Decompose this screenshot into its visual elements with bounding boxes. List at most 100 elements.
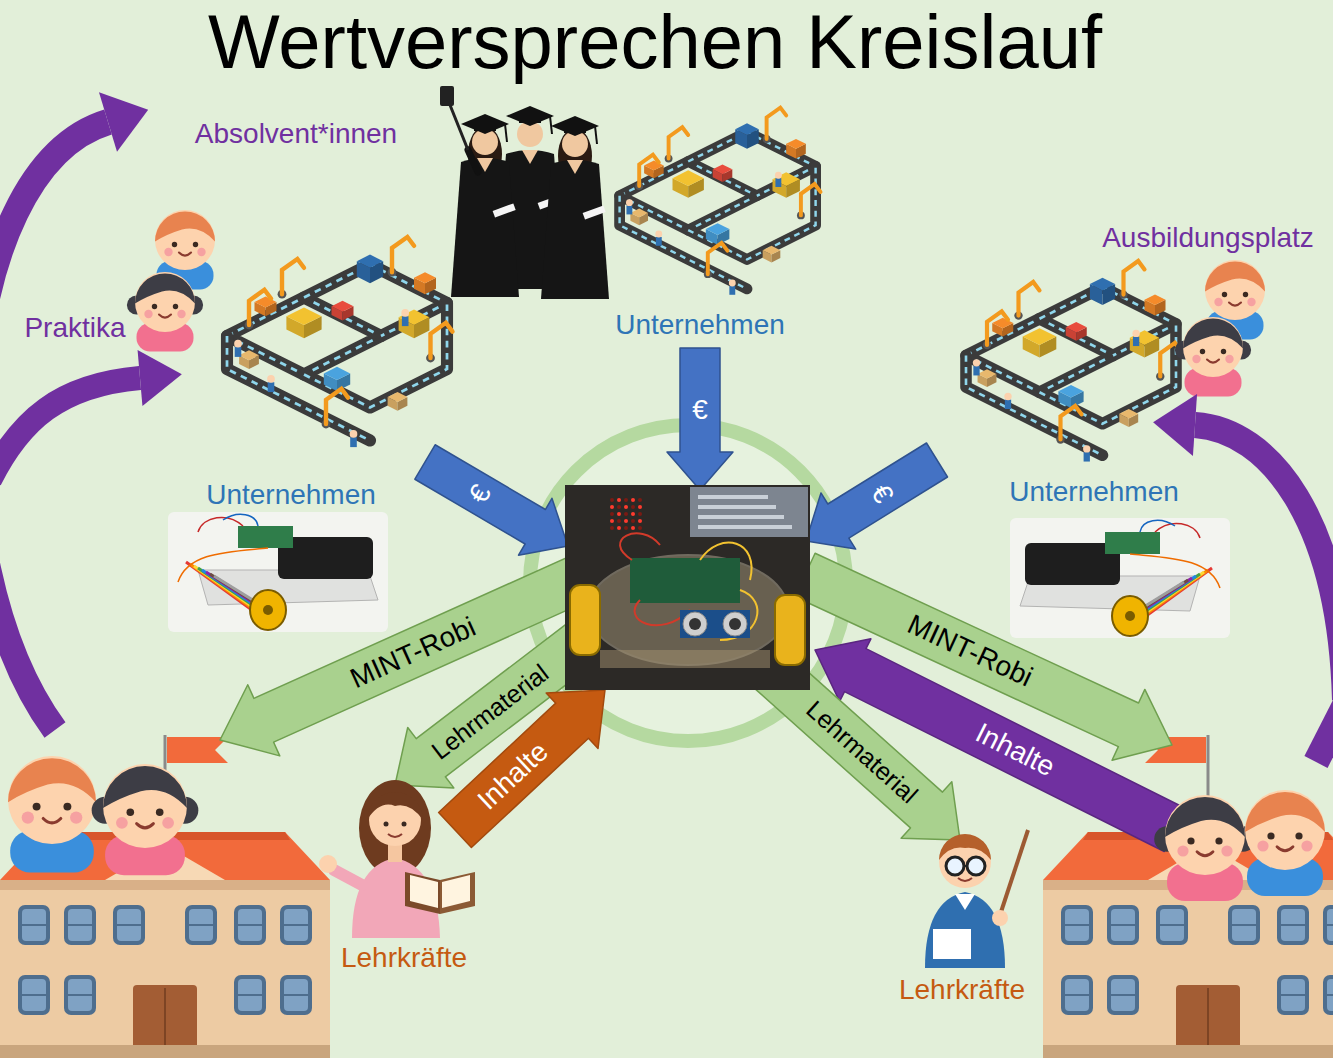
school-building [1065, 909, 1089, 941]
graduates-illustration [551, 116, 599, 136]
girl-figure [1154, 795, 1256, 901]
boy-figure [8, 758, 96, 802]
factory-illustration [304, 303, 447, 408]
girl-figure [103, 764, 187, 848]
factory-illustration [388, 392, 408, 402]
teacher-figure [319, 780, 475, 938]
teacher-figure [388, 834, 402, 837]
school-building [1065, 924, 1089, 926]
robot-picture [263, 605, 273, 615]
boy-figure [70, 811, 82, 823]
factory-illustration [234, 340, 242, 348]
teacher-figure [367, 792, 423, 820]
school-building [238, 924, 262, 926]
school-building [1111, 909, 1135, 941]
teacher-figure [410, 875, 438, 908]
school-building [1107, 905, 1139, 945]
factory-illustration [1084, 452, 1090, 461]
girl-figure [1177, 845, 1188, 856]
caption-node: Unternehmen [1005, 474, 1183, 510]
school-building [1327, 994, 1333, 996]
factory-illustration [1145, 295, 1166, 306]
girl-figure [135, 274, 195, 304]
factory-illustration [332, 301, 354, 312]
teacher-figure [939, 834, 991, 860]
school-building [22, 994, 46, 996]
boy-figure [1245, 790, 1325, 870]
school-building [1327, 979, 1333, 1011]
robot-photo [610, 498, 614, 502]
teacher-figure [442, 875, 470, 908]
school-building [1277, 905, 1309, 945]
money-label: € [464, 480, 496, 507]
teacher-figure [932, 928, 972, 960]
robot-photo [624, 512, 628, 516]
graduates-illustration [440, 86, 454, 106]
factory-illustration [644, 161, 664, 171]
school-building [22, 909, 46, 941]
graduates-illustration [451, 158, 519, 297]
school-building [238, 909, 262, 941]
money-arrow [415, 445, 568, 555]
boy-figure [1245, 792, 1325, 832]
school-building [1277, 975, 1309, 1015]
graduates-illustration [451, 114, 519, 297]
robot-photo [624, 526, 628, 530]
node-caption: Lehrkräfte [341, 942, 467, 974]
girl-figure [1165, 795, 1245, 875]
factory-illustration [1133, 337, 1139, 346]
school-building [1160, 909, 1184, 941]
robot-photo [631, 505, 635, 509]
school-building [22, 924, 46, 926]
girl-figure [1165, 797, 1245, 837]
boy-figure [1243, 292, 1248, 297]
teacher-figure [352, 858, 440, 938]
factory-illustration [239, 350, 259, 360]
money-label: € [692, 396, 708, 424]
teacher-figure [405, 872, 440, 914]
factory-illustration [1124, 261, 1145, 295]
robot-photo [698, 525, 792, 529]
cycle-arrow [99, 92, 148, 151]
teacher-figure [955, 894, 975, 910]
girl-figure [156, 809, 164, 817]
graduates-illustration [541, 116, 609, 299]
factory-illustration [620, 196, 747, 289]
robot-photo [610, 505, 614, 509]
graduates-illustration [567, 160, 583, 174]
teacher-figure [384, 822, 389, 827]
teacher-figure [402, 822, 407, 827]
robot-photo [723, 612, 747, 636]
boy-figure [155, 212, 215, 242]
teacher-figure [967, 857, 985, 875]
girl-figure [1221, 845, 1232, 856]
factory-illustration [775, 178, 781, 187]
graduates-illustration [541, 160, 609, 299]
factory-illustration [1132, 330, 1139, 337]
factory-illustration [978, 369, 997, 378]
boy-figure [33, 803, 41, 811]
girl-figure [116, 817, 128, 829]
girl-figure [173, 304, 178, 309]
arrow-label: Inhalte [971, 719, 1059, 782]
school-building [0, 735, 330, 1058]
teacher-figure [964, 865, 967, 867]
school-building [64, 905, 96, 945]
school-building [284, 909, 308, 941]
robot-photo [617, 512, 621, 516]
girl-figure [1187, 837, 1194, 844]
school-building [284, 994, 308, 996]
boy-figure [1205, 262, 1265, 292]
teacher-figure [319, 855, 337, 873]
school-building [280, 905, 312, 945]
flow-arrow [439, 690, 605, 848]
node-caption: Unternehmen [615, 309, 785, 341]
school-building [22, 979, 46, 1011]
node-caption: Lehrkräfte [899, 974, 1025, 1006]
factory-illustration [688, 166, 815, 259]
robot-picture [1140, 520, 1175, 532]
school-building [0, 880, 330, 1058]
teacher-figure [946, 857, 964, 875]
factory-illustration [350, 430, 358, 438]
